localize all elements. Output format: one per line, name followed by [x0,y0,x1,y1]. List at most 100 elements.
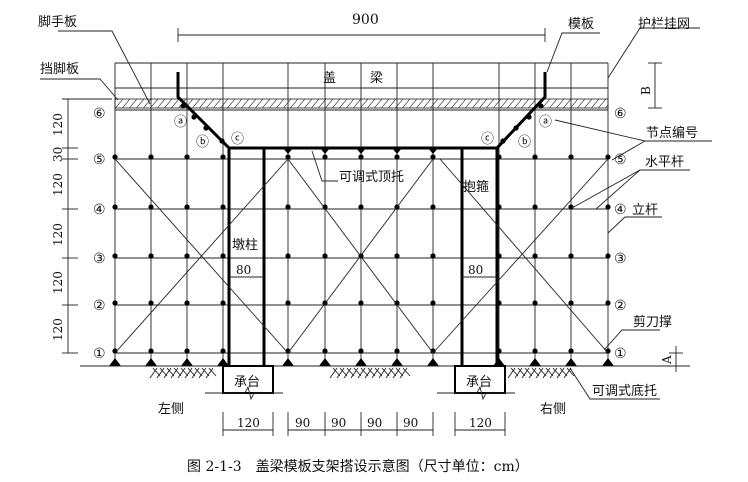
joint-node [148,154,154,160]
joint-node [112,154,118,160]
joint-node [220,300,226,306]
level-label-3-left: ③ [93,251,106,267]
adjustable-base-support [181,358,193,366]
level-label-5-right: ⑤ [614,152,627,168]
adjustable-base-support [319,358,331,366]
joint-node [532,348,538,354]
label-pier-width-right: 80 [468,263,483,277]
joint-node [605,348,611,354]
joint-node [112,348,118,354]
formwork-left [176,72,231,150]
joint-node [605,253,611,259]
adjustable-base-support [282,358,294,366]
joint-node [322,348,328,354]
dim-bottom: 120 [469,416,492,430]
label-pile-cap-right: 承台 [466,375,492,390]
dim-vertical: 30 [51,147,65,162]
joint-node [148,300,154,306]
soil-hatch [149,367,575,379]
joint-node [112,204,118,210]
joint-node [148,348,154,354]
node-a-left: ⓐ [174,115,187,130]
joint-node [322,253,328,259]
leader-lines [40,27,712,400]
joint-node [394,348,400,354]
formwork-right [495,72,547,150]
joint-node [430,204,436,210]
label-cap-beam-2: 梁 [370,71,383,86]
joint-node [285,348,291,354]
joint-node [184,253,190,259]
scaffold-board-band [114,98,609,109]
level-label-4-left: ④ [93,202,106,218]
joint-node [220,204,226,210]
label-pile-cap-left: 承台 [234,375,260,390]
break-line-left [205,385,283,401]
joint-node [184,348,190,354]
joint-node [285,154,291,160]
joint-node [322,154,328,160]
level-label-4-right: ④ [614,202,627,218]
joint-node [358,204,364,210]
joint-node [184,300,190,306]
dim-bottom: 90 [367,416,382,430]
joint-node [568,253,574,259]
adjustable-base-support [391,358,403,366]
joint-node [184,154,190,160]
joint-node [532,253,538,259]
dim-bottom: 120 [237,416,260,430]
label-horizontal-bar: 水平杆 [645,155,684,170]
joint-node [220,154,226,160]
joint-node [220,348,226,354]
dim-bottom: 90 [403,416,418,430]
adjustable-base-support [109,358,121,366]
adjustable-base-support [355,358,367,366]
joint-node [394,253,400,259]
adjustable-base-support [427,358,439,366]
node-b-right: ⓑ [518,135,531,150]
adjustable-base-support [493,358,505,366]
joint-node [285,253,291,259]
label-pier: 墩柱 [232,238,258,253]
label-guard-net: 护栏挂网 [638,17,690,32]
label-right-side: 右侧 [540,402,566,417]
adjustable-base-support [565,358,577,366]
joint-node [322,204,328,210]
label-node-number: 节点编号 [646,126,698,141]
joint-node [220,253,226,259]
label-pier-width-left: 80 [236,263,251,277]
label-cap-beam-1: 盖 [323,71,336,86]
joint-node [394,300,400,306]
label-scaffold-board: 脚手板 [38,14,77,30]
node-c-left: ⓒ [231,132,244,147]
scissor-braces [114,158,609,354]
label-adjustable-base: 可调式底托 [592,383,657,399]
dim-vertical: 120 [51,318,65,341]
node-a-right: ⓐ [539,115,552,130]
joint-node [358,154,364,160]
joint-node [358,348,364,354]
joint-node [184,204,190,210]
adjustable-base-support [529,358,541,366]
adjustable-base-support [145,358,157,366]
joint-node [430,300,436,306]
level-label-2-left: ② [93,298,106,314]
node-b-left: ⓑ [196,135,209,150]
scaffold-grid [109,62,614,366]
level-label-5-left: ⑤ [93,152,106,168]
joint-node [605,154,611,160]
joint-node [532,300,538,306]
dim-vertical: 120 [51,113,65,136]
adjustable-base-support [602,358,614,366]
figure-caption: 图 2-1-3 盖梁模板支架搭设示意图（尺寸单位：cm） [187,458,529,475]
joint-node [112,300,118,306]
label-left-side: 左侧 [158,402,184,417]
joint-node [568,204,574,210]
level-label-6-right: ⑥ [614,106,627,122]
level-label-1-right: ① [614,346,627,362]
label-hoop: 抱箍 [463,179,489,195]
